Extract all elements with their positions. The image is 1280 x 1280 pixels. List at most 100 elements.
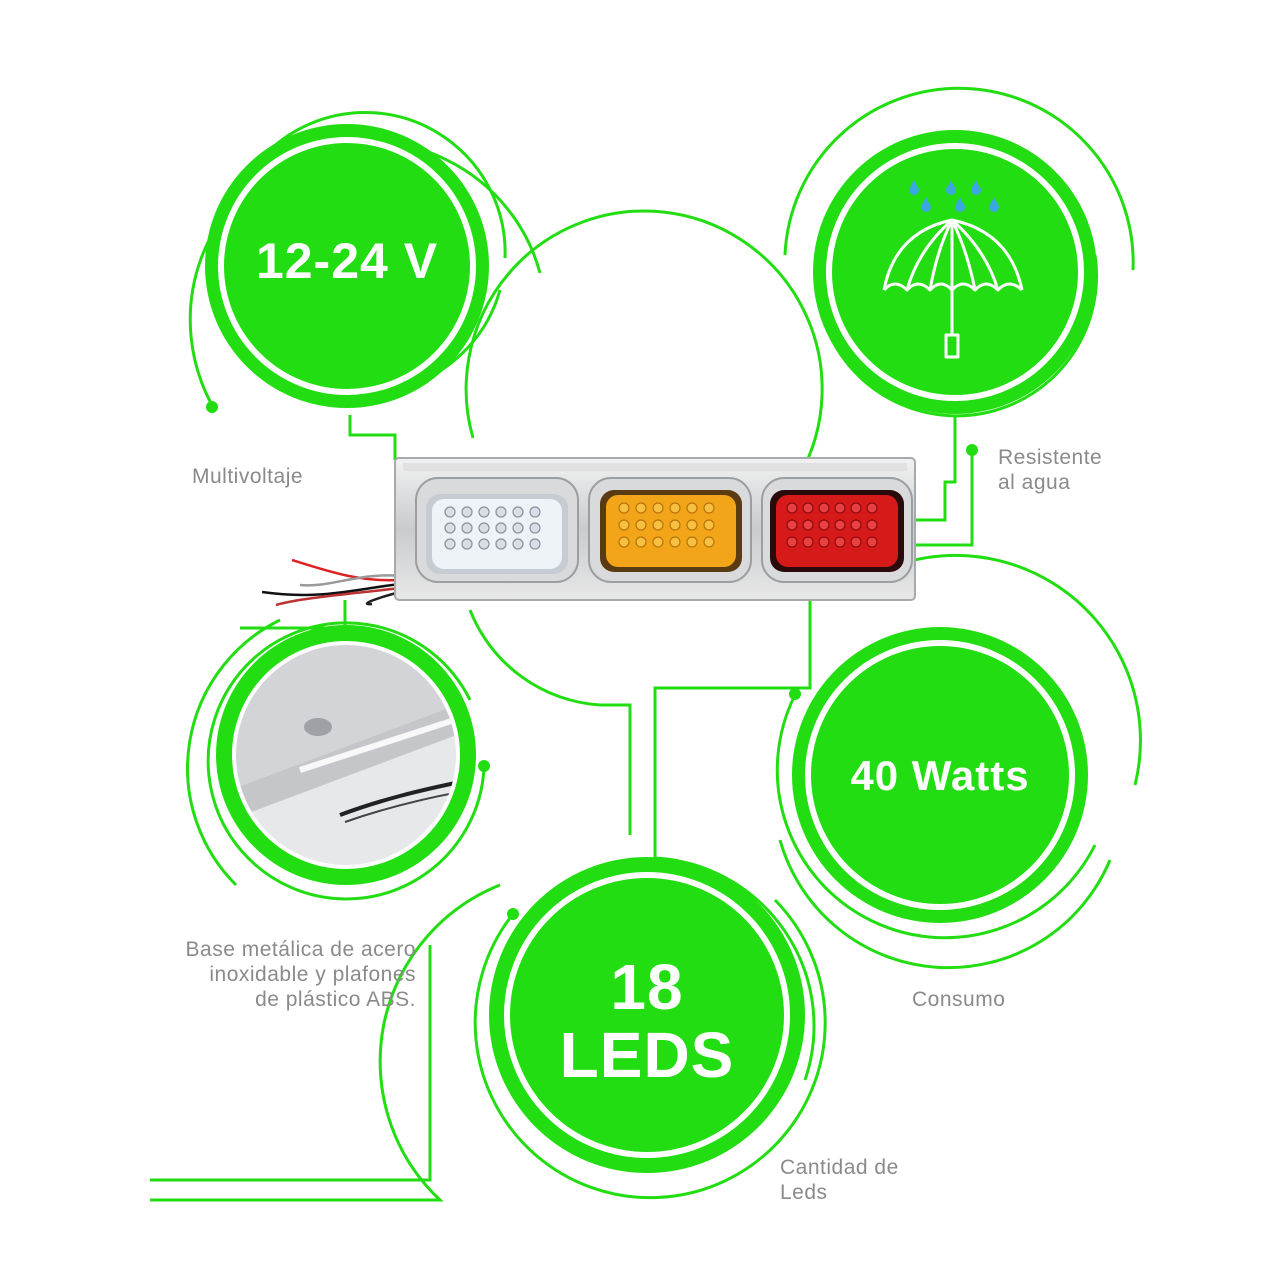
power-value: 40 Watts <box>850 752 1030 799</box>
center-ring-top <box>464 209 824 476</box>
led-dot <box>635 502 647 514</box>
led-dot <box>444 506 456 518</box>
base-caption-line2: inoxidable y plafones <box>209 963 416 986</box>
led-dot <box>850 536 862 548</box>
stem-left <box>600 703 632 835</box>
metal-base-photo <box>234 643 458 867</box>
led-dot <box>802 502 814 514</box>
led-dot <box>529 506 541 518</box>
led-dot <box>818 536 830 548</box>
leds-caption: Cantidad de Leds <box>780 1155 899 1205</box>
led-dot <box>478 538 490 550</box>
base-mid-arc <box>206 621 486 901</box>
leds-bottom-left-line <box>150 883 501 1202</box>
dot-voltage <box>206 401 218 413</box>
led-dot <box>652 502 664 514</box>
base-caption: Base metálica de acero inoxidable y plaf… <box>120 937 416 1012</box>
led-dot <box>703 536 715 548</box>
led-dot <box>686 536 698 548</box>
voltage-connector <box>348 415 397 460</box>
led-dot <box>669 502 681 514</box>
wires <box>261 558 401 607</box>
led-dot <box>802 519 814 531</box>
led-dot <box>461 538 473 550</box>
leds-outer-arc <box>473 898 827 1200</box>
led-dot <box>669 536 681 548</box>
leds-value: 18 LEDS <box>507 955 787 1087</box>
led-dot <box>786 519 798 531</box>
led-dot <box>802 536 814 548</box>
led-dot <box>818 502 830 514</box>
led-dot <box>652 519 664 531</box>
led-dot <box>461 522 473 534</box>
led-dot <box>686 519 698 531</box>
power-mid-arc <box>775 694 1097 940</box>
water-connector-a <box>912 415 957 522</box>
dot-base <box>478 760 490 772</box>
led-dot <box>834 536 846 548</box>
power-caption: Consumo <box>912 988 1006 1011</box>
led-dot <box>495 538 507 550</box>
dot-leds <box>507 908 519 920</box>
power-circle <box>792 627 1088 923</box>
led-dot <box>495 522 507 534</box>
led-dot <box>686 502 698 514</box>
leds-value-number: 18 <box>610 951 684 1023</box>
led-dot <box>444 538 456 550</box>
water-circle <box>813 130 1097 414</box>
leds-caption-line2: Leds <box>780 1181 828 1204</box>
base-outer-arc <box>186 618 281 887</box>
led-dot <box>635 536 647 548</box>
led-dot <box>444 522 456 534</box>
led-dot <box>461 506 473 518</box>
led-dot <box>529 522 541 534</box>
led-dot <box>529 538 541 550</box>
leds-caption-line1: Cantidad de <box>780 1156 899 1179</box>
led-dot <box>866 502 878 514</box>
led-dot <box>512 522 524 534</box>
leds-value-unit: LEDS <box>559 1019 735 1091</box>
leds-circle <box>489 857 805 1173</box>
water-outer-arc <box>783 86 1135 271</box>
led-dot <box>866 519 878 531</box>
voltage-caption: Multivoltaje <box>192 465 304 488</box>
dot-water <box>966 444 978 456</box>
led-dot <box>618 536 630 548</box>
led-dot <box>618 502 630 514</box>
stem-right <box>653 600 812 858</box>
led-dot <box>618 519 630 531</box>
base-caption-line1: Base metálica de acero <box>185 938 416 961</box>
base-bottom-line <box>150 945 432 1182</box>
led-dot <box>866 536 878 548</box>
led-dot <box>512 506 524 518</box>
water-caption-line2: al agua <box>998 471 1071 494</box>
tail-light-bar <box>261 457 916 607</box>
led-dot <box>786 536 798 548</box>
water-caption-line1: Resistente <box>998 446 1103 469</box>
power-lower-arc <box>778 839 1112 970</box>
led-dot <box>669 519 681 531</box>
voltage-value: 12-24 V <box>255 233 439 289</box>
umbrella-rain-icon <box>882 180 1024 359</box>
led-dot <box>703 519 715 531</box>
led-dots <box>444 502 878 550</box>
led-dot <box>834 502 846 514</box>
led-dot <box>495 506 507 518</box>
led-dot <box>834 519 846 531</box>
led-dot <box>850 519 862 531</box>
water-caption: Resistente al agua <box>998 445 1102 495</box>
led-dot <box>512 538 524 550</box>
led-dot <box>478 522 490 534</box>
led-dot <box>786 502 798 514</box>
dot-power <box>789 688 801 700</box>
led-dot <box>818 519 830 531</box>
led-dot <box>703 502 715 514</box>
voltage-circle <box>205 124 489 408</box>
center-ring-bottom <box>468 609 601 707</box>
led-dot <box>850 502 862 514</box>
led-dot <box>478 506 490 518</box>
led-dot <box>652 536 664 548</box>
connector-dots <box>206 401 978 920</box>
